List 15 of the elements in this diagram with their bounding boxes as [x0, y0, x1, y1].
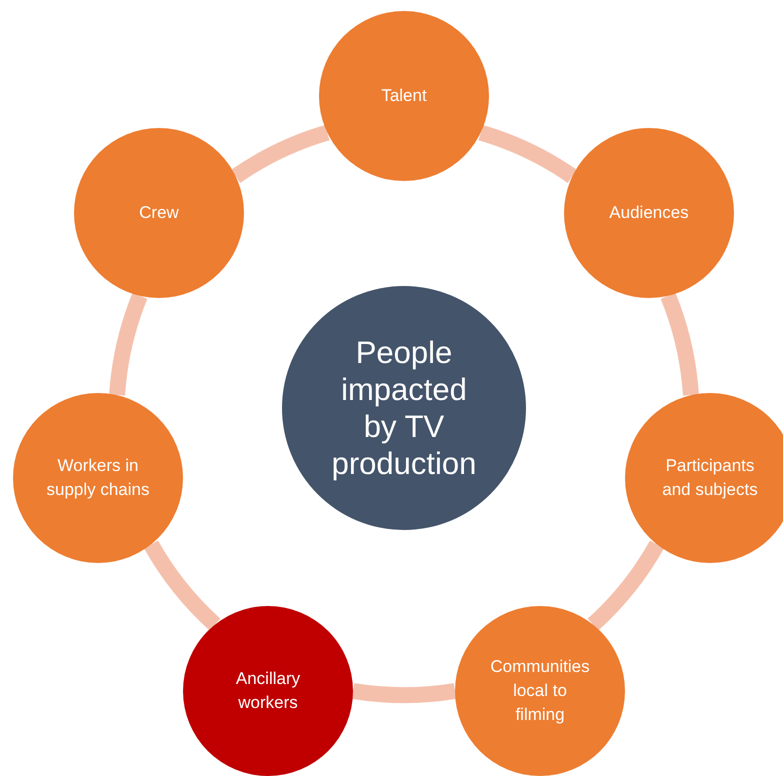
ring-connector	[109, 293, 148, 396]
ring-connector	[352, 683, 456, 704]
circle-label: Talent	[381, 85, 427, 108]
ring-connector	[231, 125, 330, 184]
circle-label: Participants and subjects	[661, 455, 759, 501]
ring-connector	[144, 540, 221, 630]
circle-label: Audiences	[609, 202, 689, 224]
ring-connector	[478, 125, 577, 184]
circle-label: Ancillary workers	[234, 668, 302, 714]
circle-label: Workers in supply chains	[45, 455, 150, 501]
circle-label: Crew	[139, 202, 179, 224]
circle-label: People impacted by TV production	[330, 334, 478, 482]
ring-connector	[660, 293, 699, 396]
ring-connector	[587, 540, 664, 630]
circle-label: Communities local to filming	[490, 656, 590, 726]
